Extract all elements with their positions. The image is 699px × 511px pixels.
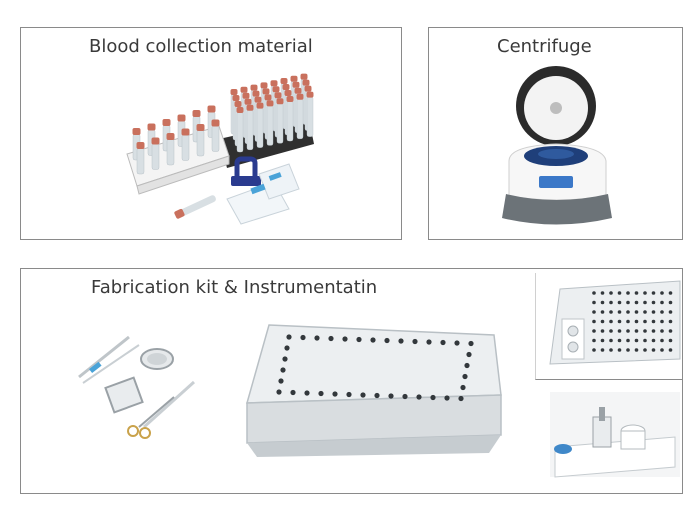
sterilization-tray-illustration xyxy=(246,324,502,457)
fabrication-panel: Fabrication kit & Instrumentatin xyxy=(20,268,683,494)
loose-tube xyxy=(174,195,216,219)
dark-tube-rack xyxy=(219,73,314,168)
blood-collection-panel: Blood collection material xyxy=(20,27,402,240)
blood-collection-title: Blood collection material xyxy=(89,36,313,57)
fabrication-title: Fabrication kit & Instrumentatin xyxy=(91,277,378,298)
centrifuge-title: Centrifuge xyxy=(497,36,592,57)
centrifuge-panel: Centrifuge xyxy=(428,27,683,240)
needle-packets xyxy=(226,163,300,225)
blood-collection-illustration xyxy=(126,73,314,225)
surgical-instruments-illustration xyxy=(78,335,196,439)
tourniquet-icon xyxy=(231,156,261,186)
press-detail-illustration xyxy=(550,392,680,478)
centrifuge-illustration xyxy=(502,66,612,225)
tray-detail-illustration xyxy=(549,280,681,365)
tray-detail-frame xyxy=(535,273,682,380)
white-tube-rack xyxy=(126,105,230,195)
